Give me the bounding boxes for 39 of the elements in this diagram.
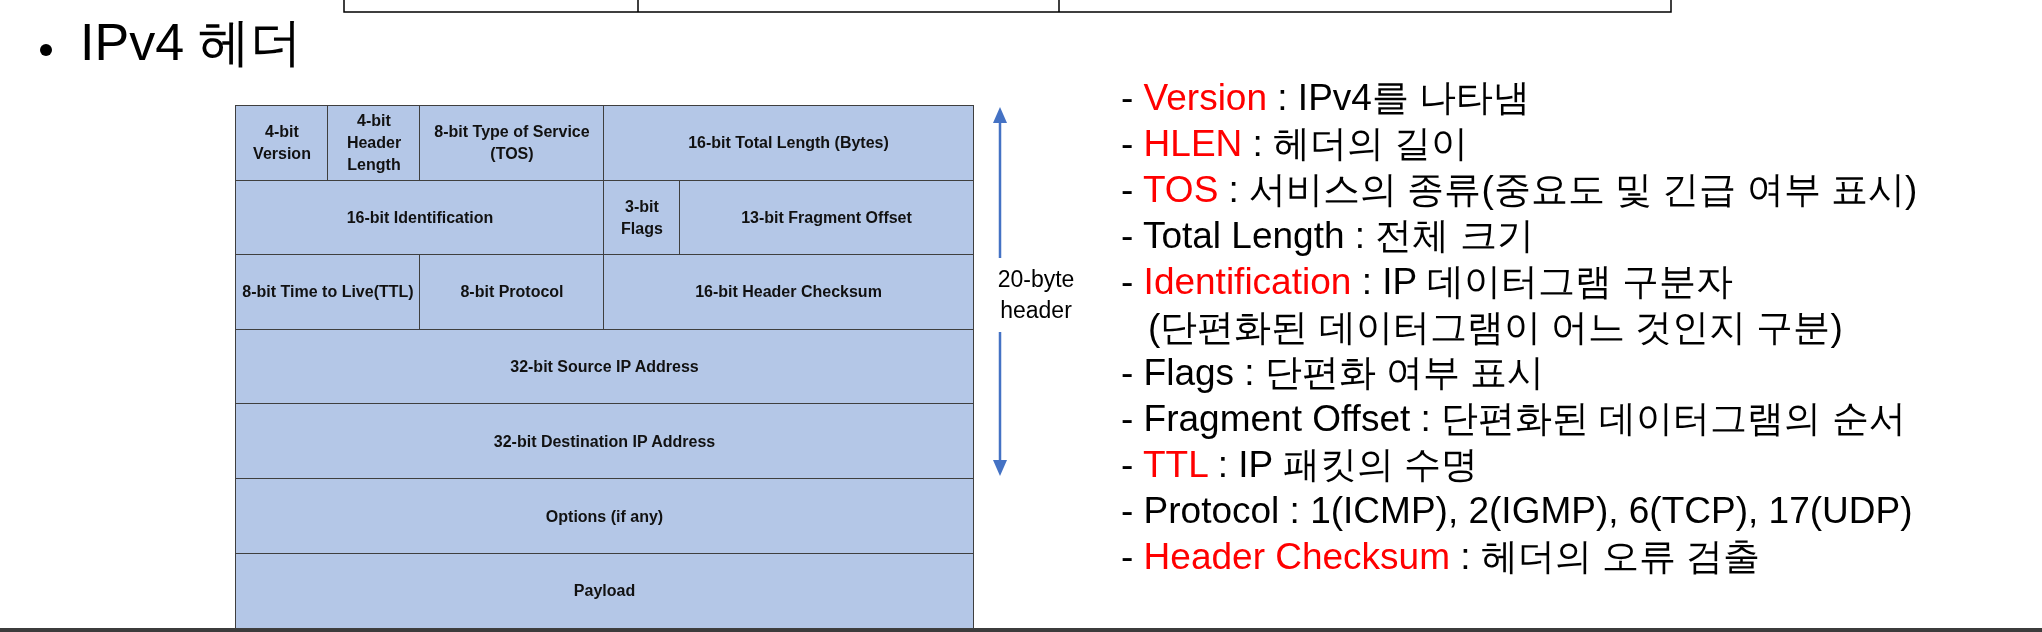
field-label: 4-bit Version: [252, 122, 312, 165]
header-field: [235, 553, 974, 629]
field-label: 8-bit Time to Live(TTL): [242, 282, 414, 303]
header-field: [419, 105, 605, 182]
header-field: [419, 254, 605, 331]
slide-title: IPv4 헤더: [80, 12, 303, 72]
note-text: - Total Length : 전체 크기: [1121, 213, 1534, 258]
header-field: [235, 179, 605, 256]
note-text: - TOS : 서비스의 종류(중요도 및 긴급 여부 표시): [1121, 167, 1918, 212]
note-text: - Flags : 단편화 여부 표시: [1121, 351, 1545, 396]
field-label: 3-bit Flags: [620, 196, 664, 239]
field-label: 32-bit Source IP Address: [510, 356, 699, 377]
field-label: 16-bit Total Length (Bytes): [688, 133, 889, 154]
header-field: [603, 105, 974, 182]
field-label: 8-bit Type of Service (TOS): [433, 122, 591, 165]
header-field: [327, 105, 421, 182]
header-field: [235, 254, 421, 331]
field-label: 16-bit Identification: [346, 207, 494, 228]
note-text: - Fragment Offset : 단편화된 데이터그램의 순서: [1121, 397, 1906, 442]
header-field: [679, 179, 974, 256]
field-label: 32-bit Destination IP Address: [493, 431, 716, 452]
header-field: [235, 328, 974, 405]
note-text: - HLEN : 헤더의 길이: [1121, 121, 1469, 166]
field-label: 16-bit Header Checksum: [695, 282, 882, 303]
note-text: - Version : IPv4를 나타냄: [1121, 76, 1531, 120]
note-text: - Protocol : 1(ICMP), 2(IGMP), 6(TCP), 17(UDP): [1121, 489, 1913, 534]
header-field: [235, 403, 974, 480]
field-label: 4-bit Header Length: [345, 111, 403, 176]
field-label: 13-bit Fragment Offset: [741, 207, 912, 228]
header-field: [235, 478, 974, 555]
header-field: [235, 105, 329, 182]
header-field: [603, 179, 681, 256]
header-field: [603, 254, 974, 331]
field-label: 8-bit Protocol: [460, 282, 564, 303]
field-label: Options (if any): [545, 506, 664, 527]
note-text: - Header Checksum : 헤더의 오류 검출: [1121, 535, 1761, 579]
field-label: Payload: [573, 581, 636, 601]
note-text: - TTL : IP 패킷의 수명: [1121, 443, 1479, 488]
note-text: - Identification : IP 데이터그램 구분자 (단편화된 데이터그램이 어느 것인지 구분): [1121, 259, 1844, 350]
